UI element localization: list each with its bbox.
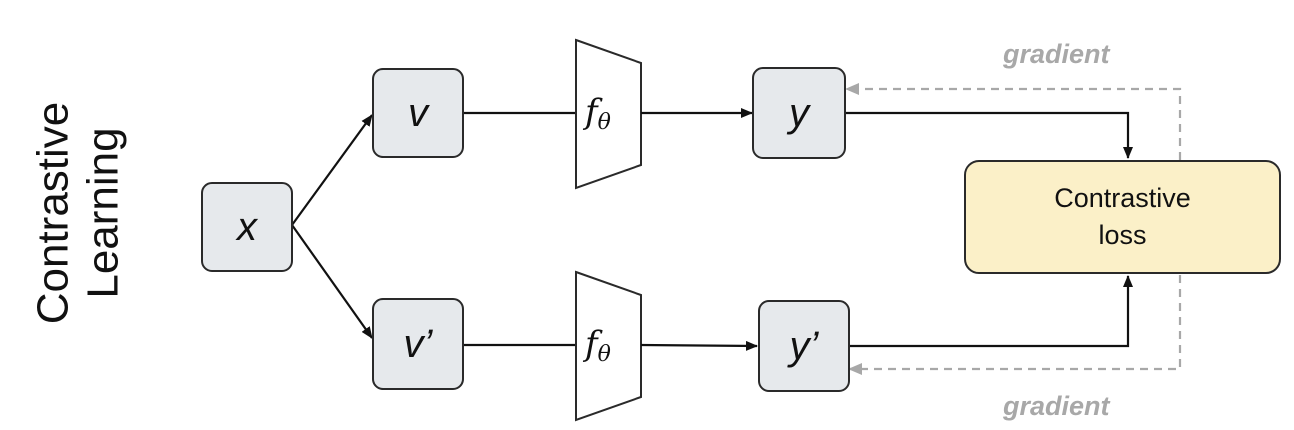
node-y-prime: y’ bbox=[758, 300, 850, 392]
arrow-y-prime-to-loss bbox=[850, 275, 1133, 348]
gradient-arrow-top bbox=[845, 83, 1182, 160]
gradient-label-bottom: gradient bbox=[1003, 391, 1110, 421]
node-y: y bbox=[752, 67, 846, 159]
encoder-top-shape bbox=[575, 38, 642, 190]
loss-label-line2: loss bbox=[1098, 220, 1147, 250]
encoder-bottom-subscript: θ bbox=[597, 342, 611, 367]
node-v-label: v bbox=[408, 90, 428, 135]
node-x-label: x bbox=[237, 204, 257, 249]
arrow-y-to-loss bbox=[846, 111, 1133, 159]
encoder-bottom-shape bbox=[575, 270, 642, 422]
arrow-x-to-v bbox=[291, 114, 373, 226]
node-y-prime-label: y’ bbox=[789, 323, 819, 368]
node-x: x bbox=[201, 182, 293, 272]
node-v-prime: v’ bbox=[372, 298, 464, 390]
arrow-x-to-v-prime bbox=[291, 224, 373, 339]
gradient-label-top: gradient bbox=[1003, 39, 1110, 69]
encoder-top-subscript: θ bbox=[597, 110, 611, 135]
contrastive-loss-box: Contrastive loss bbox=[964, 160, 1281, 274]
node-y-label: y bbox=[789, 90, 809, 135]
encoder-bottom-symbol: f bbox=[585, 324, 598, 364]
side-title-line2: Learning bbox=[78, 127, 128, 299]
loss-label-line1: Contrastive bbox=[1054, 183, 1191, 213]
encoder-top-symbol: f bbox=[585, 92, 598, 132]
gradient-arrow-bottom bbox=[848, 275, 1182, 375]
side-title: Contrastive Learning bbox=[18, 78, 138, 348]
side-title-line1: Contrastive bbox=[28, 101, 78, 325]
node-v-prime-label: v’ bbox=[403, 321, 433, 366]
node-v: v bbox=[372, 68, 464, 158]
arrow-encoder-to-y-prime bbox=[640, 340, 758, 351]
